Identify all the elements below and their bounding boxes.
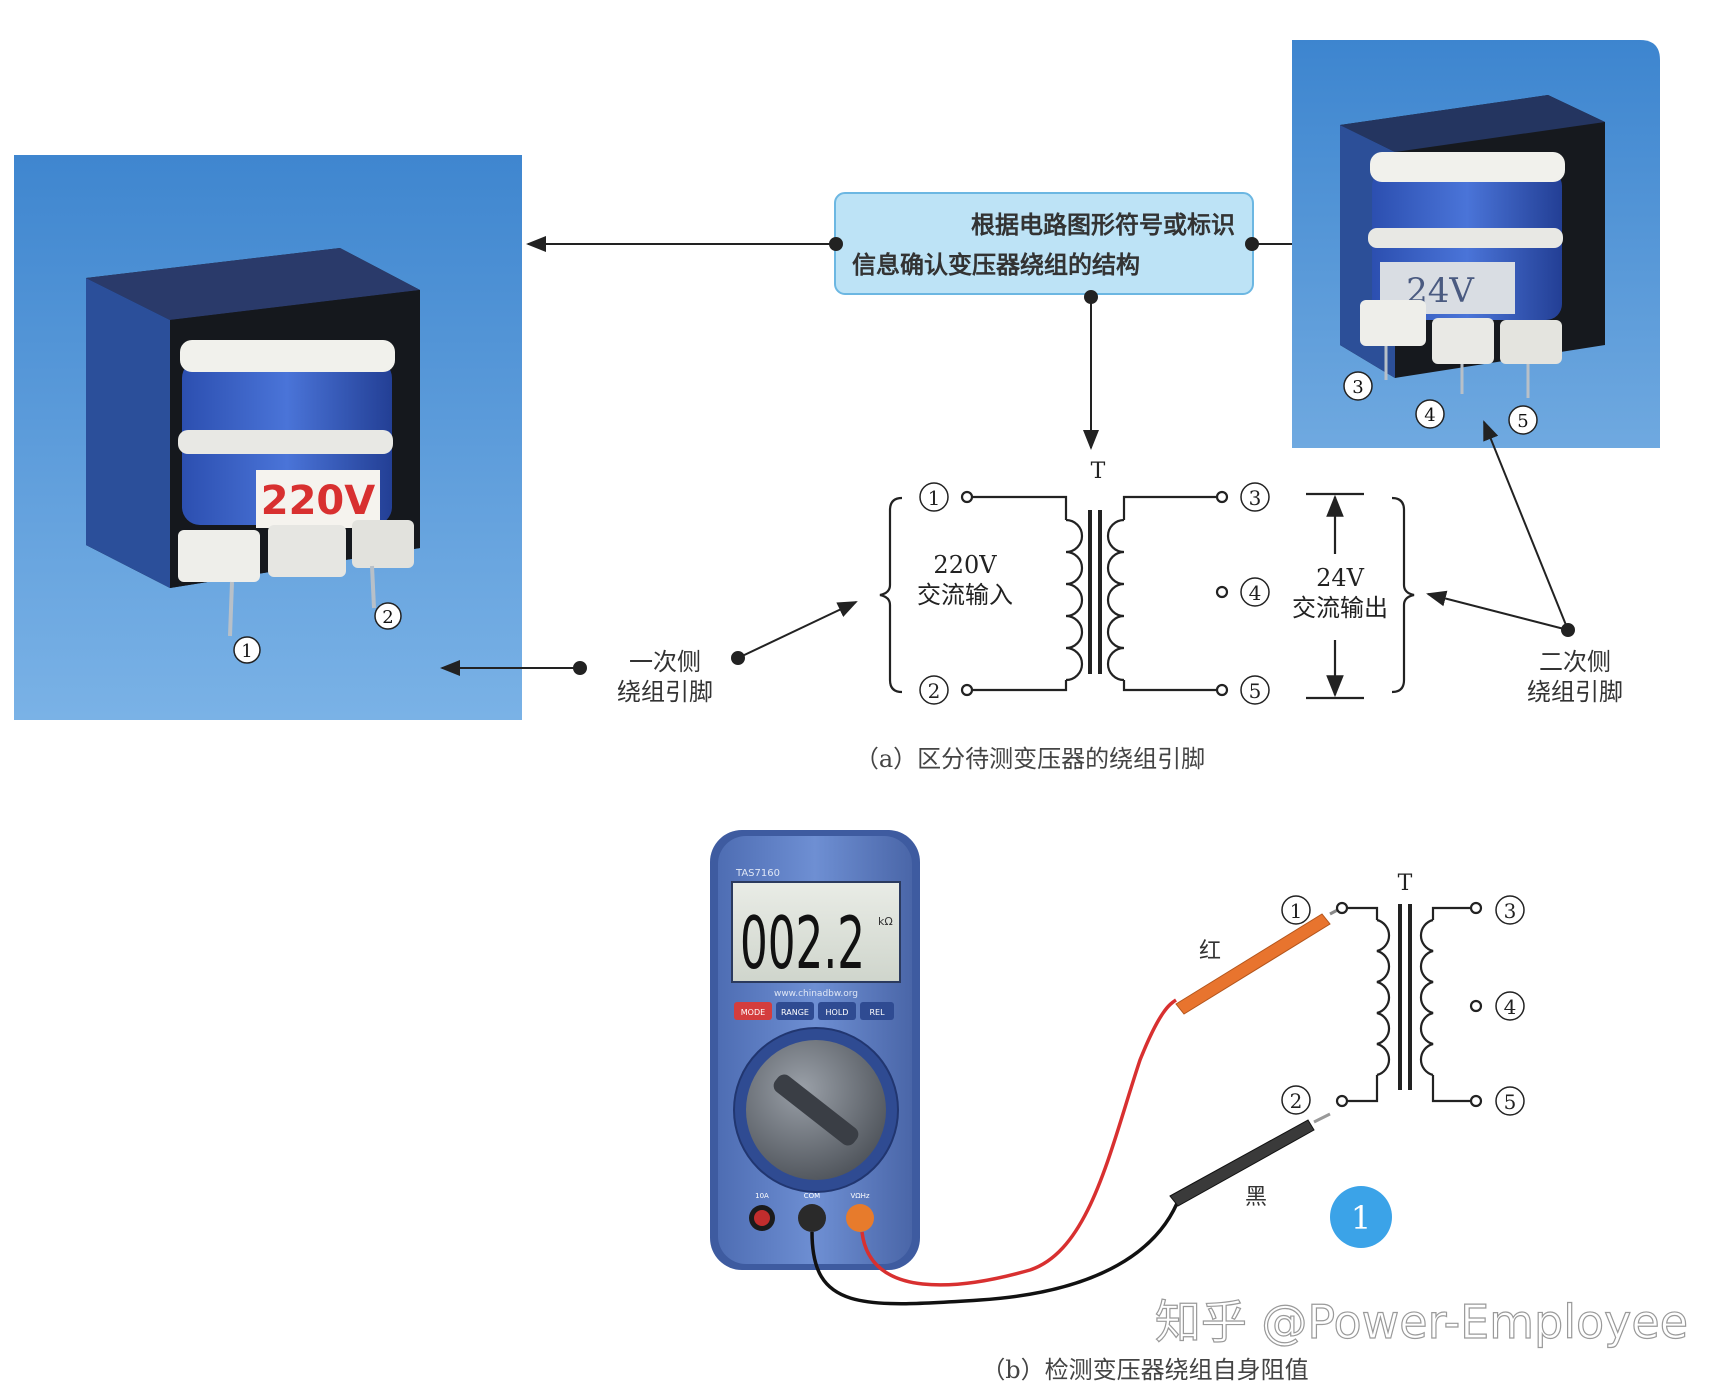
probe-label-red: 红 [1199,939,1221,964]
meter-button-hold[interactable]: HOLD [826,1008,849,1017]
primary-pins-label: 一次侧 绕组引脚 [617,648,713,706]
jack-label-com: COM [804,1192,820,1200]
step-badge: 1 [1330,1186,1392,1248]
transformer-ref-a: T [1091,459,1106,484]
test-leads [810,904,1346,1306]
secondary-desc: 交流输出 [1292,594,1388,622]
pin-leader-arrows [440,420,1575,676]
transformer-ref-b: T [1398,871,1413,896]
schematic-a-pin-1: 1 [928,486,941,510]
photo-left-transformer: 220V 1 2 [14,155,522,720]
photo-right-transformer: 24V 3 4 5 [1292,40,1660,448]
watermark: 知乎 @Power-Employee [1155,1295,1688,1349]
pin-label-3: 3 [1352,377,1363,398]
secondary-voltage: 24V [1316,564,1365,592]
secondary-pins-label: 二次侧 绕组引脚 [1527,648,1623,706]
meter-website: www.chinadbw.org [774,989,858,999]
schematic-a-pin-5: 5 [1249,679,1262,703]
step-number: 1 [1351,1199,1371,1237]
transformer-label-220v: 220V [261,478,375,524]
callout-line-1: 根据电路图形符号或标识 [971,210,1235,239]
schematic-b-labels: T 1 2 3 4 5 [1281,871,1525,1116]
schematic-b-pin-5: 5 [1504,1090,1517,1114]
meter-button-rel[interactable]: REL [869,1008,885,1017]
schematic-b-pin-2: 2 [1290,1089,1303,1113]
primary-desc: 交流输入 [917,581,1013,609]
schematic-a [879,490,1415,700]
meter-model: TAS7160 [735,868,780,879]
schematic-a-pin-3: 3 [1249,486,1262,510]
primary-voltage: 220V [933,551,997,579]
schematic-b-pin-4: 4 [1504,995,1517,1019]
callout-box: 根据电路图形符号或标识 信息确认变压器绕组的结构 [834,192,1254,295]
secondary-pins-label-l2: 绕组引脚 [1527,678,1623,706]
pin-label-1: 1 [241,641,252,662]
callout-line-2: 信息确认变压器绕组的结构 [852,250,1140,279]
caption-a: （a）区分待测变压器的绕组引脚 [855,745,1205,773]
primary-pins-label-l1: 一次侧 [629,648,701,676]
schematic-b [1335,901,1483,1108]
multimeter: TAS7160 002.2 kΩ www.chinadbw.org MODE R… [710,830,920,1270]
jack-label-10a: 10A [755,1192,769,1200]
schematic-a-pin-2: 2 [928,679,941,703]
primary-pins-label-l2: 绕组引脚 [617,678,713,706]
secondary-pins-label-l1: 二次侧 [1539,648,1611,676]
meter-reading: 002.2 [740,901,865,985]
meter-button-mode[interactable]: MODE [741,1008,765,1017]
meter-unit: kΩ [878,915,893,928]
meter-dial-pointer [773,1074,859,1146]
schematic-a-pin-4: 4 [1249,581,1262,605]
probe-label-black: 黑 [1245,1185,1267,1210]
pin-label-2: 2 [382,607,393,628]
schematic-b-pin-3: 3 [1504,899,1517,923]
schematic-b-pin-1: 1 [1290,899,1303,923]
meter-button-range[interactable]: RANGE [781,1008,809,1017]
pin-label-5: 5 [1517,411,1528,432]
callout-connectors [526,236,1292,450]
caption-b: （b）检测变压器绕组自身阻值 [981,1356,1308,1384]
pin-label-4: 4 [1424,405,1435,426]
schematic-a-labels: T 1 2 3 4 5 220V 交流输入 24V 交流输出 [917,459,1388,705]
jack-label-v: VΩHz [850,1192,869,1200]
